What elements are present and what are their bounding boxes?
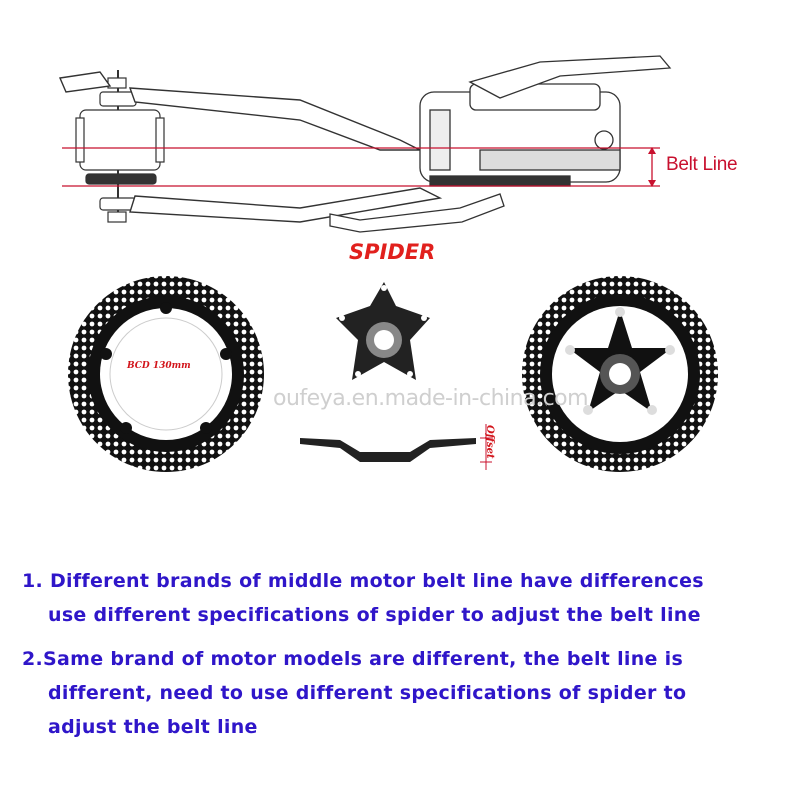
watermark-text: oufeya.en.made-in-china.com: [273, 386, 589, 411]
bcd-label: BCD 130mm: [127, 361, 191, 371]
note-line-1: 1. Different brands of middle motor belt…: [22, 570, 704, 592]
note-line-3: 2.Same brand of motor models are differe…: [22, 648, 684, 670]
spider-front-drawing: [336, 282, 430, 380]
mid-motor-drawing: [419, 83, 621, 187]
rear-hub-drawing: [75, 70, 165, 223]
spider-side-drawing: [300, 424, 492, 470]
belt-line-markers: [62, 147, 660, 187]
spider-title: SPIDER: [349, 240, 436, 264]
chainring-right-drawing: [522, 276, 718, 472]
belt-line-label: Belt Line: [666, 154, 738, 175]
crank-arms-drawing: [329, 55, 672, 233]
note-line-4: different, need to use different specifi…: [48, 682, 687, 704]
belt-line-diagram: [58, 55, 718, 472]
chainring-left-drawing: [68, 276, 264, 472]
offset-label: Offset: [484, 425, 495, 459]
note-line-2: use different specifications of spider t…: [48, 604, 701, 626]
frame-stays-drawing: [58, 71, 443, 223]
note-line-5: adjust the belt line: [48, 716, 258, 738]
